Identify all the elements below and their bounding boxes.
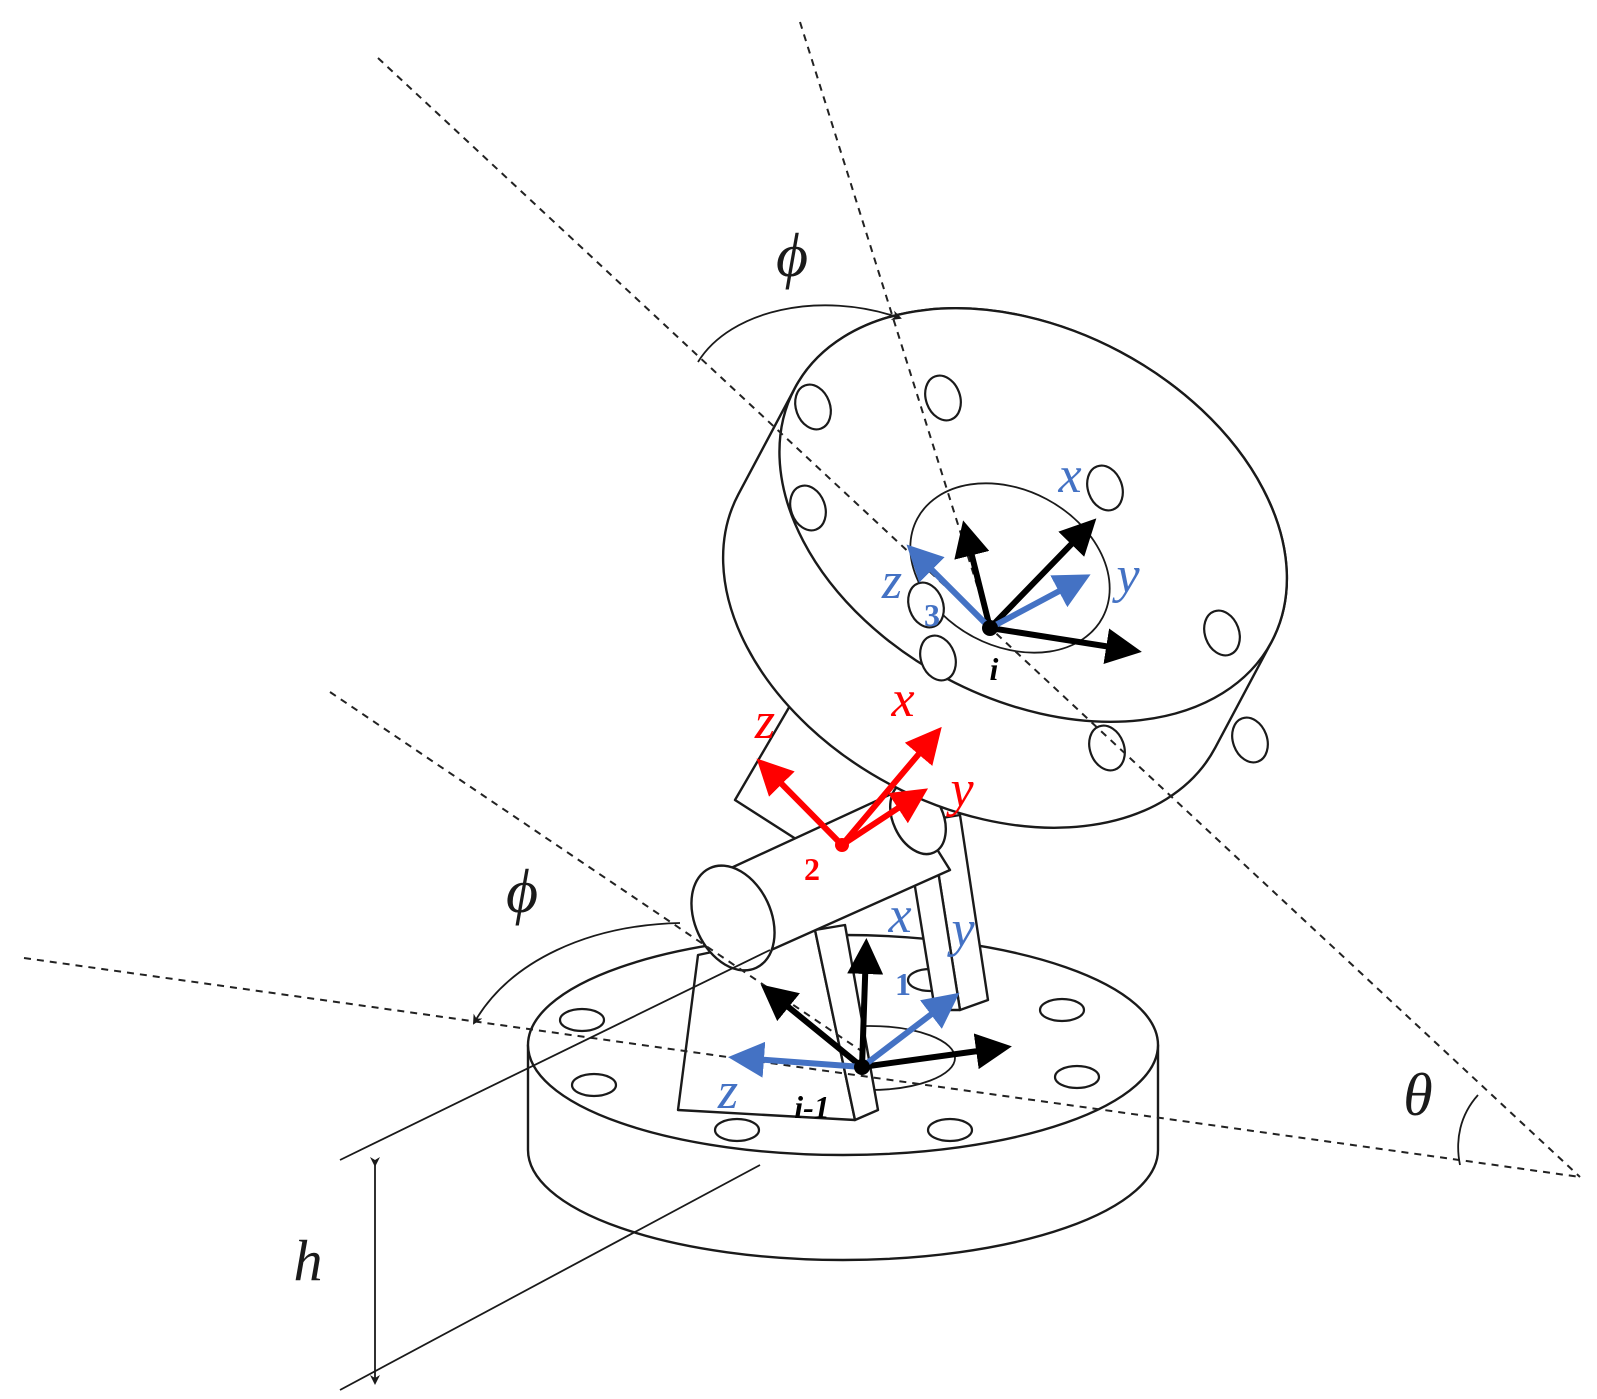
frame-i-minus-1-label: i-1 <box>794 1089 830 1125</box>
top-center-bore <box>909 482 1111 654</box>
h-label: h <box>294 1228 323 1293</box>
height-dimension: h <box>294 949 771 1391</box>
frame1-number: 1 <box>895 966 911 1002</box>
frame-1: x y z 1 i-1 <box>717 887 1012 1125</box>
frame-2-origin <box>835 838 849 852</box>
frame-2: x y z 2 <box>754 671 975 887</box>
frame-3: x y z 3 i <box>881 447 1142 687</box>
base-bolt-holes <box>558 967 1101 1143</box>
frame2-y-label: y <box>945 761 974 818</box>
frame3-x-label: x <box>1057 447 1081 504</box>
frame3-z-label: z <box>881 553 902 610</box>
top-flange <box>721 307 1289 829</box>
frame1-x-label: x <box>887 887 911 944</box>
frame2-z-label: z <box>754 693 775 750</box>
angle-theta: θ <box>1403 1062 1479 1166</box>
phi-bottom-label: ϕ <box>506 858 538 926</box>
frame3-number: 3 <box>924 597 940 633</box>
phi-top-label: ϕ <box>776 222 808 290</box>
angle-phi-bottom: ϕ <box>473 858 681 1025</box>
top-bolt-holes <box>789 374 1269 772</box>
frame2-number: 2 <box>804 851 820 887</box>
frame1-y-label: y <box>946 901 975 958</box>
theta-label: θ <box>1403 1062 1432 1128</box>
frame-1-origin <box>854 1059 870 1075</box>
frame2-x-label: x <box>890 671 914 728</box>
frame1-z-label: z <box>717 1063 738 1120</box>
frame-3-origin <box>982 620 998 636</box>
angle-phi-top: ϕ <box>697 222 902 363</box>
frame3-y-label: y <box>1111 547 1140 604</box>
frame-i-label: i <box>990 651 999 687</box>
